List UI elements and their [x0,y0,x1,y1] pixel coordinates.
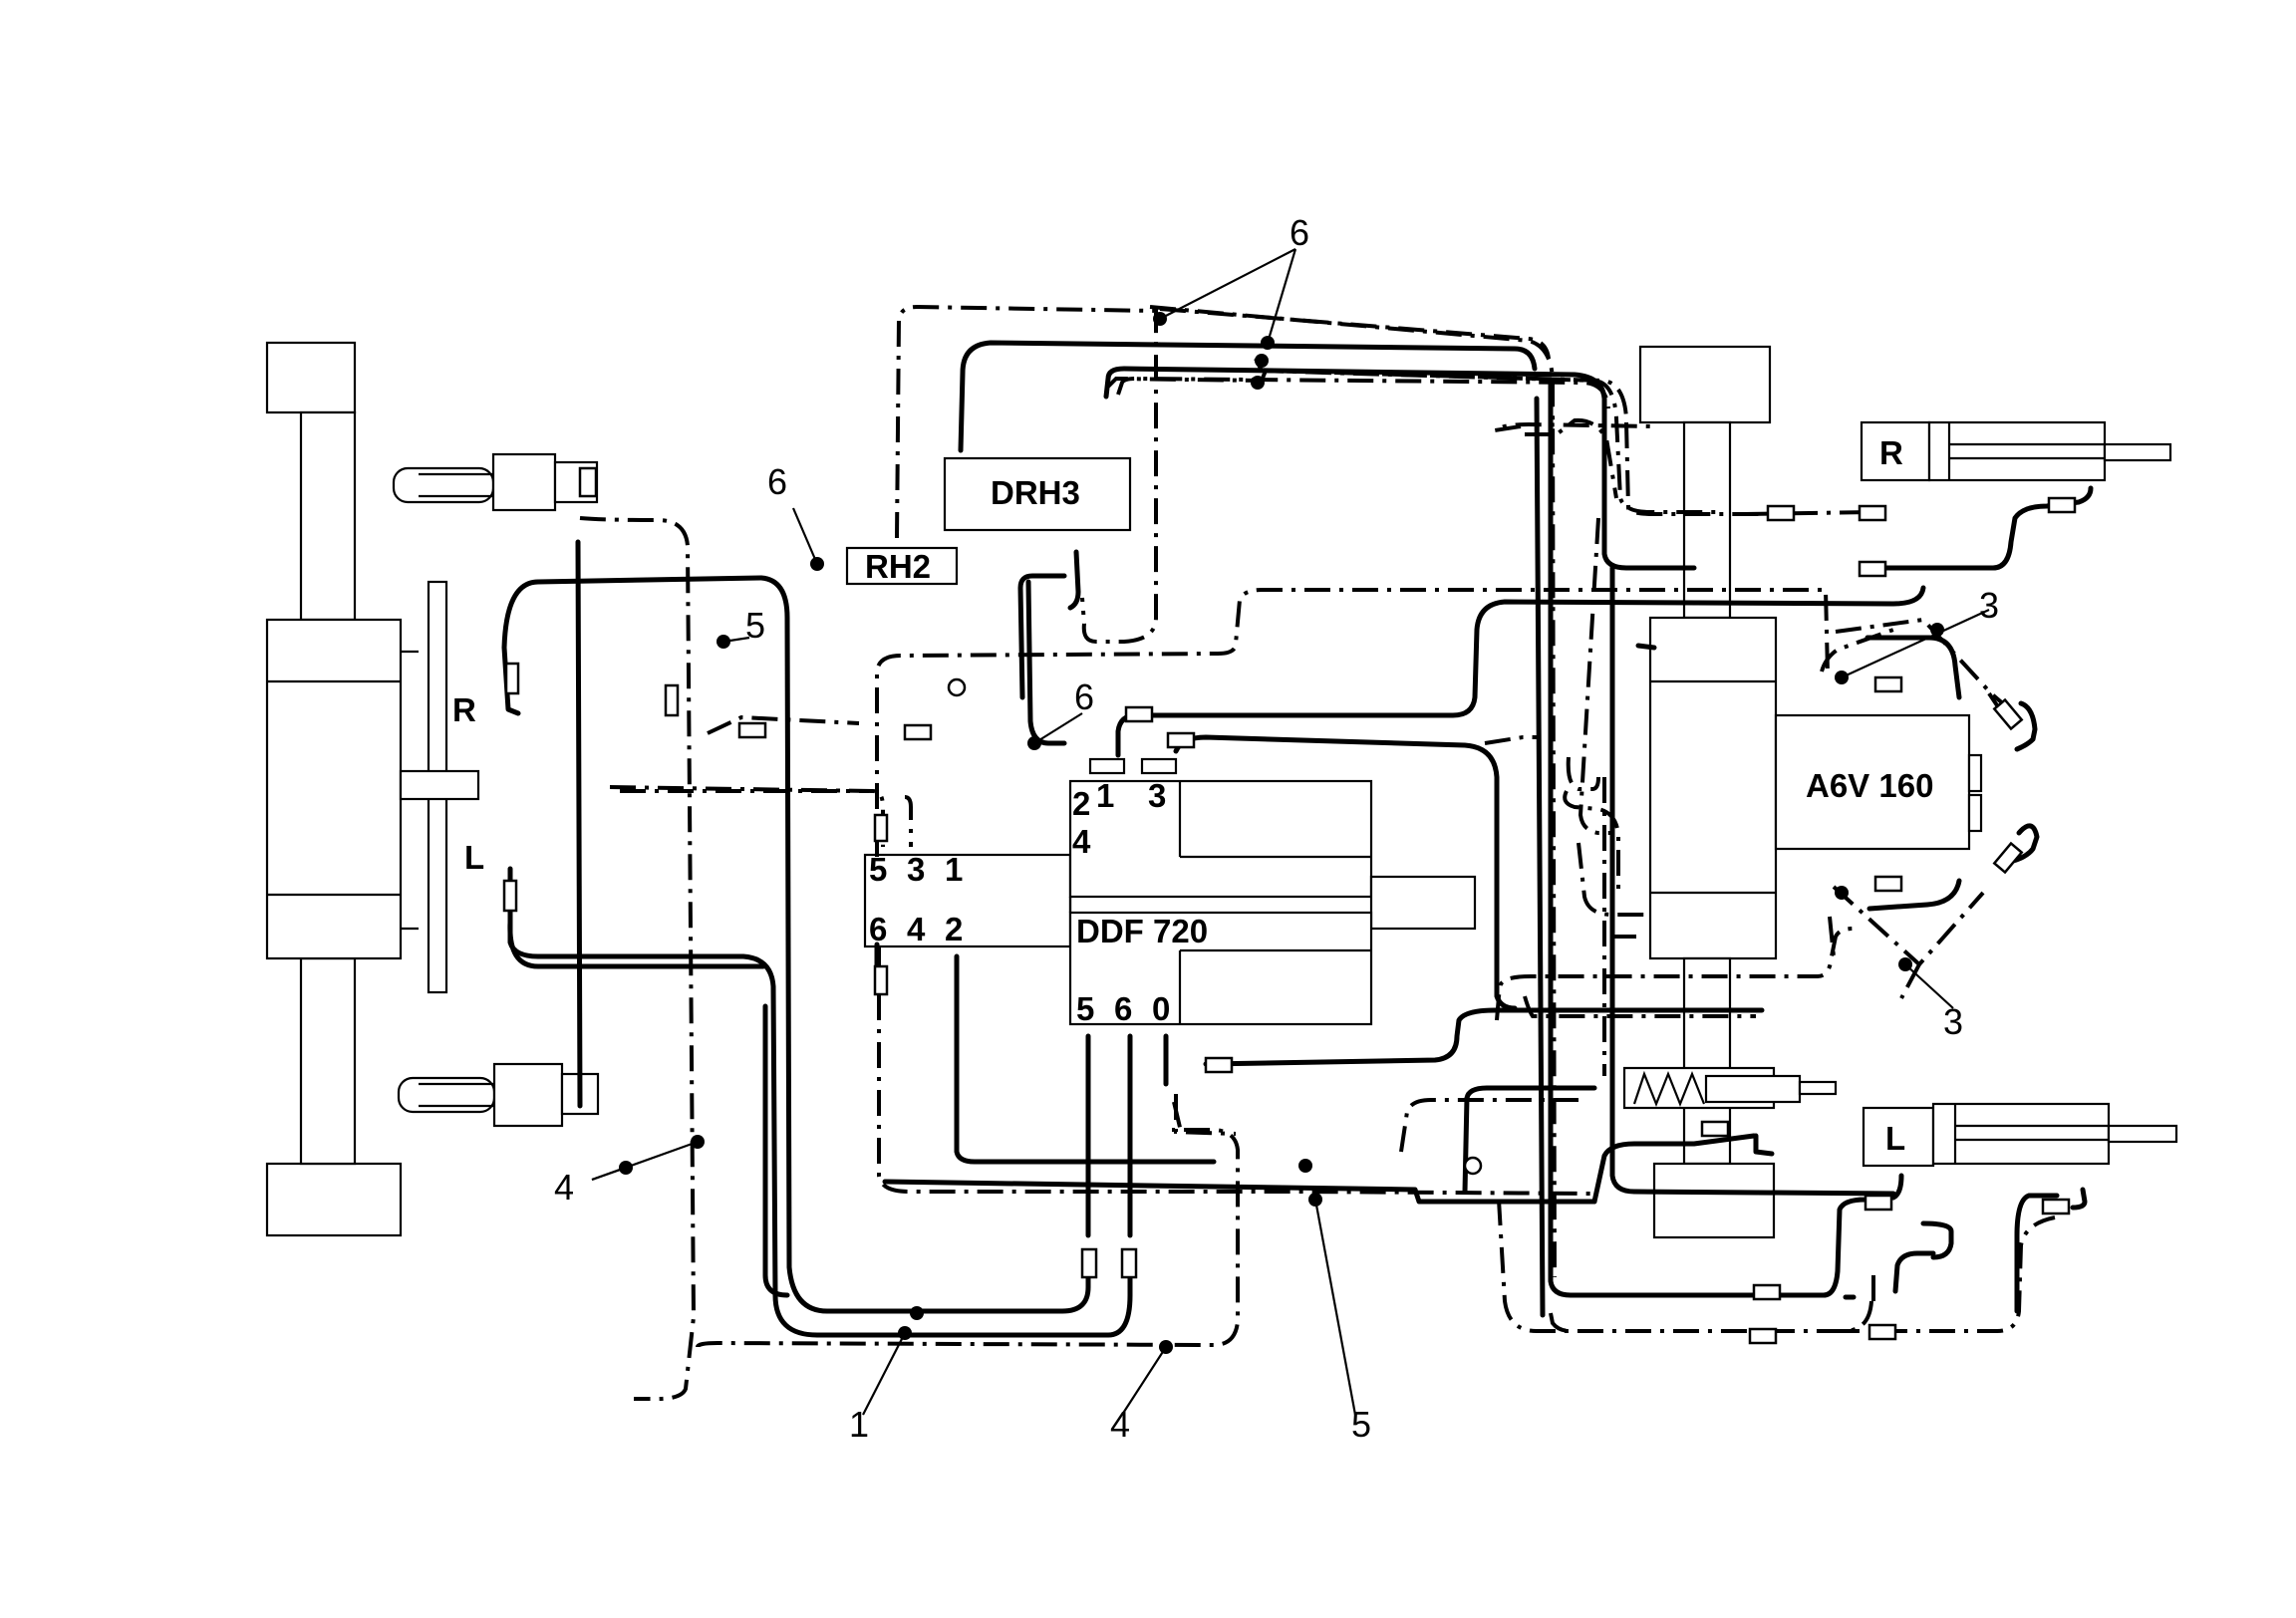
callout-5: 5 [745,605,765,646]
callout-labels: 6 6 6 5 4 1 4 5 3 3 [554,212,1999,1445]
junctions [619,312,1944,1354]
hose-connector [737,721,767,739]
hose-connector [502,879,518,913]
sensor-block [1088,757,1126,775]
cylinder-r-label: R [1879,434,1903,471]
callout-6: 6 [1290,212,1309,253]
connectors [502,466,2077,1345]
steer-r-mark: R [452,691,476,728]
callout-leaders [591,248,1990,1416]
hose-connector [1864,1194,1893,1212]
hose-connector [1748,1327,1778,1345]
hose-connector [1992,841,2024,875]
port-label: 2 [1072,785,1090,822]
gauge-port [1463,1156,1483,1176]
callout-6: 6 [767,461,787,502]
hose-connector [504,662,520,695]
ddf-port-labels: 5 3 1 6 4 2 5 6 0 2 4 1 3 [869,777,1170,1027]
hose-connector [873,964,889,996]
dashdot-lines [579,304,2056,1401]
callout-3: 3 [1943,1001,1963,1042]
hose-connector [1124,705,1154,723]
hose-connector [2047,496,2077,514]
port-label: 3 [907,851,925,888]
right-axle [1638,345,1778,1239]
cylinder-l-label: L [1885,1120,1905,1157]
hose-connector [1120,1247,1138,1279]
hose-connector [1992,697,2024,731]
callout-1: 1 [849,1404,869,1445]
hose-connector [578,466,598,498]
hose-connector [1766,504,1796,522]
hose-connector [1752,1283,1782,1301]
hose-connector [2041,1198,2071,1215]
port-label: 5 [869,851,887,888]
valve-ddf720: DDF 720 [863,779,1477,1026]
hose-connector [1867,1323,1897,1341]
callout-3: 3 [1979,585,1999,626]
cylinder-l: L [1862,1102,2178,1168]
valve-drh3: DRH3 [943,456,1132,532]
hose-connector [1858,504,1887,522]
spring-valve [1622,1066,1838,1110]
ddf720-label: DDF 720 [1076,913,1208,949]
steering-cylinder-bottom [397,1062,600,1128]
port-label: 2 [945,911,963,947]
hose-connector [1080,1247,1098,1279]
port-label: 4 [907,911,926,947]
callout-6: 6 [1074,676,1094,717]
port-label: 0 [1152,990,1170,1027]
hose-connector [1700,1120,1730,1138]
port-label: 3 [1148,777,1166,814]
port-label: 6 [1114,990,1132,1027]
port-label: 1 [1096,777,1114,814]
steer-l-mark: L [464,839,484,876]
hose-connector [1204,1056,1234,1074]
cylinder-r: R [1860,420,2172,482]
pump-label: A6V 160 [1806,767,1933,804]
steering-cylinder-top [392,452,599,512]
port-label: 1 [945,851,963,888]
port-label: 5 [1076,990,1094,1027]
hose-connector [873,813,889,843]
hose-connector [1873,875,1903,893]
left-axle [265,341,480,1237]
rh2-label: RH2 [865,548,931,585]
callout-5: 5 [1351,1404,1371,1445]
callout-4: 4 [554,1167,574,1208]
hose-connector [903,723,933,741]
hose-connector [1166,731,1196,749]
hose-connector [1858,560,1887,578]
drh3-label: DRH3 [991,474,1080,511]
port-label: 6 [869,911,887,947]
valve-rh2: RH2 [845,546,959,586]
sensor-block [1140,757,1178,775]
hose-connector [664,683,680,717]
pump-a6v160: A6V 160 [1774,713,1983,851]
gauge-port [947,677,967,697]
callout-4: 4 [1110,1404,1130,1445]
hose-connector [1873,675,1903,693]
port-label: 4 [1072,823,1091,860]
